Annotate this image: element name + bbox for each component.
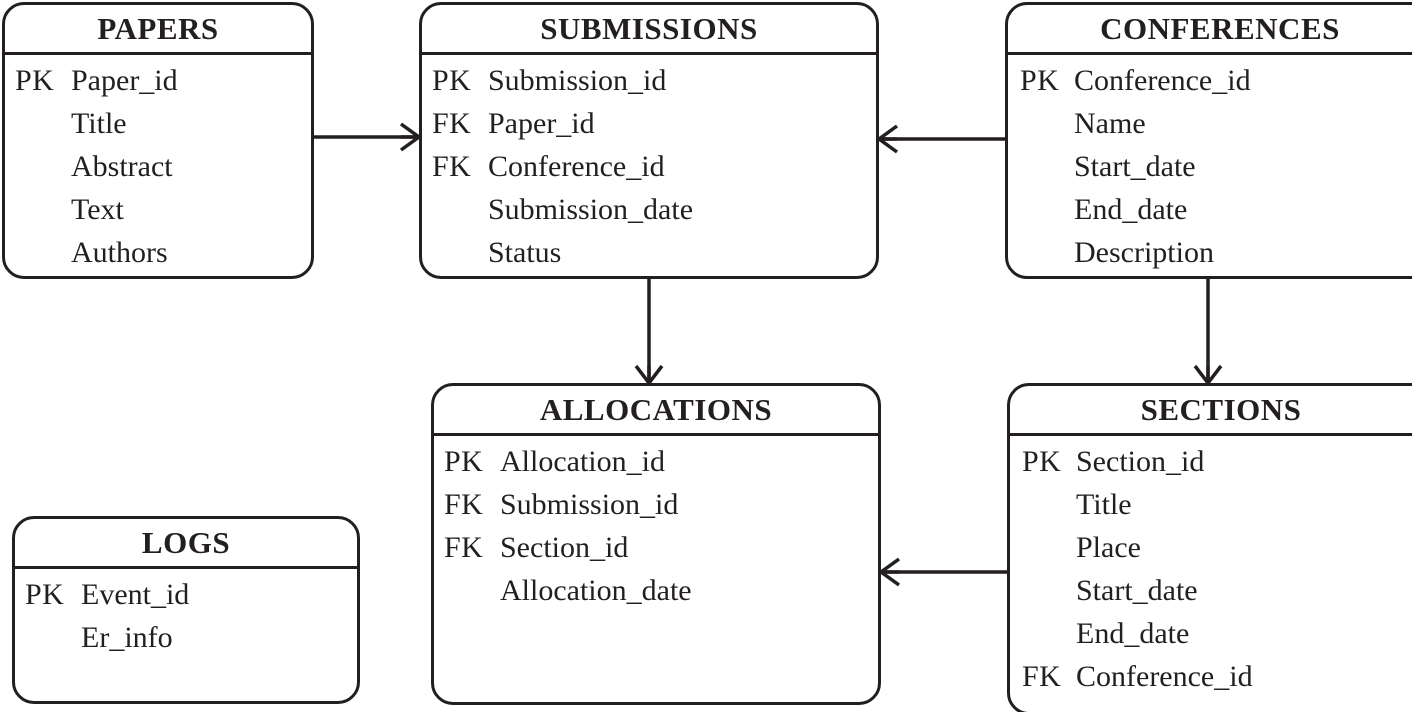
attribute-name: Allocation_date	[500, 574, 692, 607]
attribute-row: Place	[1010, 526, 1412, 569]
attribute-row: FK Paper_id	[422, 102, 876, 145]
entity-title-conferences: CONFERENCES	[1008, 5, 1412, 55]
entity-logs[interactable]: LOGS PK Event_id Er_info	[12, 516, 360, 704]
crowsfoot-submissions-right	[877, 124, 899, 154]
attribute-name: End_date	[1076, 617, 1190, 650]
entity-conferences[interactable]: CONFERENCES PK Conference_id Name Start_…	[1005, 2, 1412, 279]
attribute-name: Start_date	[1074, 150, 1196, 183]
attribute-key: PK	[15, 64, 55, 97]
attribute-key: FK	[444, 531, 484, 564]
attribute-name: Description	[1074, 236, 1214, 269]
attribute-key: FK	[432, 107, 472, 140]
attribute-key: PK	[25, 578, 65, 611]
attribute-key: PK	[444, 445, 484, 478]
attribute-list-submissions: PK Submission_id FK Paper_id FK Conferen…	[422, 55, 876, 274]
crowsfoot-allocations-top	[634, 364, 664, 385]
attribute-row: Er_info	[15, 616, 357, 659]
attribute-name: Submission_date	[488, 193, 694, 226]
entity-title-papers: PAPERS	[5, 5, 311, 55]
attribute-name: Title	[1076, 488, 1132, 521]
attribute-name: Name	[1074, 107, 1146, 140]
attribute-row: PK Event_id	[15, 573, 357, 616]
attribute-list-papers: PK Paper_id Title Abstract Text Authors	[5, 55, 311, 274]
attribute-name: Submission_id	[500, 488, 679, 521]
attribute-name: Conference_id	[1076, 660, 1253, 693]
entity-sections[interactable]: SECTIONS PK Section_id Title Place Start…	[1007, 383, 1412, 712]
attribute-key: FK	[1022, 660, 1062, 693]
attribute-row: PK Submission_id	[422, 59, 876, 102]
entity-allocations[interactable]: ALLOCATIONS PK Allocation_id FK Submissi…	[431, 383, 881, 705]
attribute-name: Authors	[71, 236, 168, 269]
attribute-row: Allocation_date	[434, 569, 878, 612]
crowsfoot-submissions-left	[399, 122, 421, 152]
attribute-name: Er_info	[81, 621, 173, 654]
entity-title-logs: LOGS	[15, 519, 357, 569]
attribute-row: Status	[422, 231, 876, 274]
attribute-name: Section_id	[1076, 445, 1205, 478]
attribute-name: Conference_id	[488, 150, 665, 183]
attribute-row: End_date	[1010, 612, 1412, 655]
attribute-row: End_date	[1008, 188, 1412, 231]
attribute-row: Submission_date	[422, 188, 876, 231]
attribute-list-allocations: PK Allocation_id FK Submission_id FK Sec…	[434, 436, 878, 612]
attribute-key: PK	[1022, 445, 1062, 478]
attribute-name: Allocation_id	[500, 445, 665, 478]
attribute-row: Description	[1008, 231, 1412, 274]
attribute-name: Paper_id	[488, 107, 595, 140]
crowsfoot-sections-top	[1193, 364, 1223, 385]
attribute-key: PK	[1020, 64, 1060, 97]
attribute-row: PK Conference_id	[1008, 59, 1412, 102]
attribute-name: Conference_id	[1074, 64, 1251, 97]
attribute-name: Text	[71, 193, 124, 226]
entity-papers[interactable]: PAPERS PK Paper_id Title Abstract Text A…	[2, 2, 314, 279]
attribute-row: Start_date	[1010, 569, 1412, 612]
attribute-list-sections: PK Section_id Title Place Start_date End…	[1010, 436, 1412, 698]
attribute-list-conferences: PK Conference_id Name Start_date End_dat…	[1008, 55, 1412, 274]
attribute-row: FK Conference_id	[422, 145, 876, 188]
attribute-row: Abstract	[5, 145, 311, 188]
entity-title-sections: SECTIONS	[1010, 386, 1412, 436]
attribute-row: Title	[5, 102, 311, 145]
attribute-key: PK	[432, 64, 472, 97]
attribute-name: Paper_id	[71, 64, 178, 97]
attribute-name: Abstract	[71, 150, 173, 183]
attribute-row: PK Allocation_id	[434, 440, 878, 483]
attribute-row: FK Submission_id	[434, 483, 878, 526]
attribute-row: Text	[5, 188, 311, 231]
attribute-list-logs: PK Event_id Er_info	[15, 569, 357, 659]
attribute-row: Name	[1008, 102, 1412, 145]
attribute-row: Title	[1010, 483, 1412, 526]
attribute-name: Status	[488, 236, 562, 269]
attribute-name: Title	[71, 107, 127, 140]
attribute-row: PK Paper_id	[5, 59, 311, 102]
attribute-row: FK Conference_id	[1010, 655, 1412, 698]
attribute-name: Section_id	[500, 531, 629, 564]
attribute-row: Authors	[5, 231, 311, 274]
attribute-name: Start_date	[1076, 574, 1198, 607]
attribute-row: PK Section_id	[1010, 440, 1412, 483]
attribute-name: End_date	[1074, 193, 1188, 226]
entity-submissions[interactable]: SUBMISSIONS PK Submission_id FK Paper_id…	[419, 2, 879, 279]
attribute-name: Submission_id	[488, 64, 667, 97]
attribute-name: Event_id	[81, 578, 190, 611]
entity-title-submissions: SUBMISSIONS	[422, 5, 876, 55]
entity-title-allocations: ALLOCATIONS	[434, 386, 878, 436]
attribute-row: Start_date	[1008, 145, 1412, 188]
attribute-key: FK	[444, 488, 484, 521]
crowsfoot-allocations-right	[879, 557, 901, 587]
attribute-name: Place	[1076, 531, 1141, 564]
attribute-row: FK Section_id	[434, 526, 878, 569]
attribute-key: FK	[432, 150, 472, 183]
